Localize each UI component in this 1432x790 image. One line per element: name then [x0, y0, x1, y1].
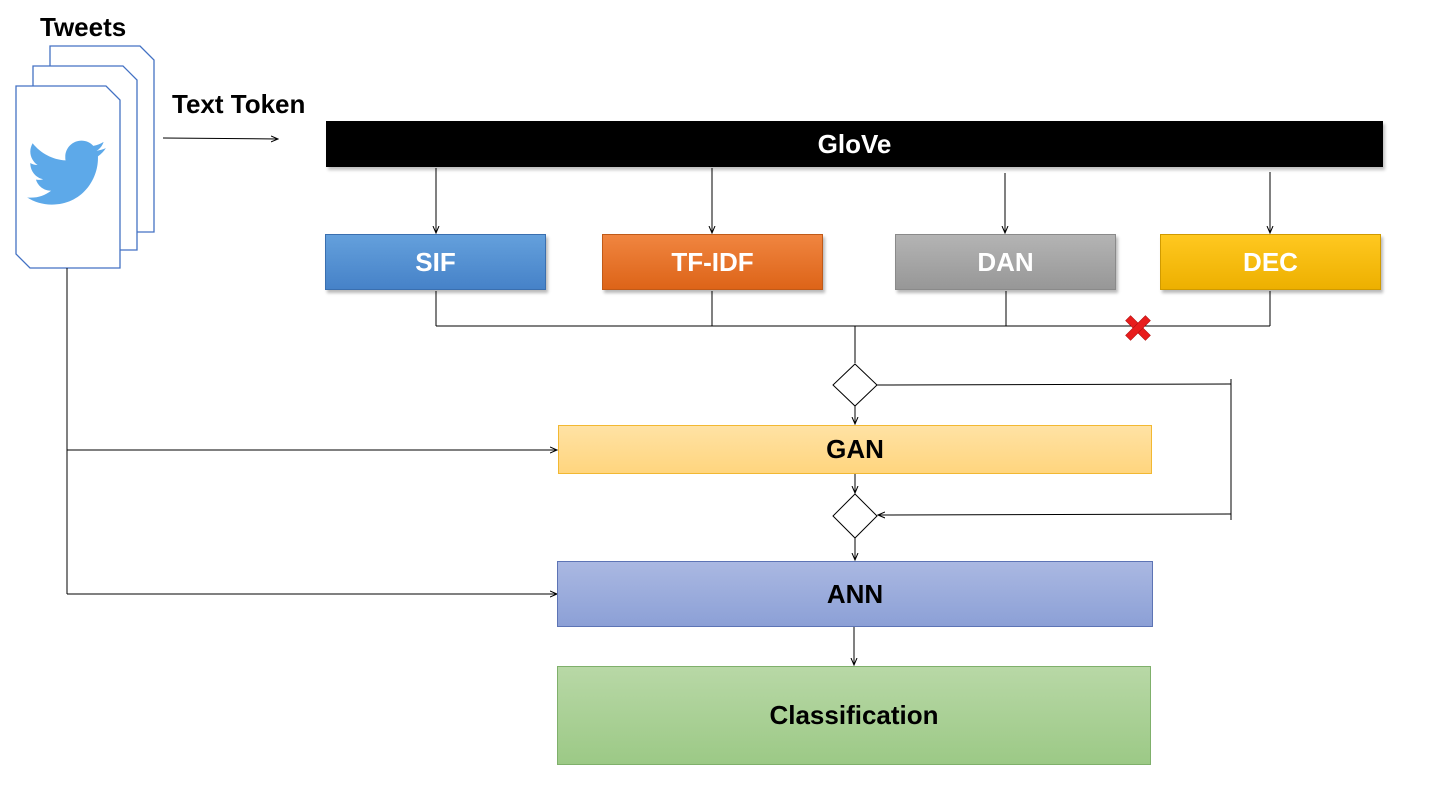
- decision-diamond-bottom: [832, 493, 878, 539]
- dan-node: DAN: [895, 234, 1116, 290]
- dec-label: DEC: [1243, 246, 1298, 277]
- tweets-direct-lines: [66, 268, 557, 594]
- gan-label: GAN: [826, 434, 884, 464]
- tfidf-node: TF-IDF: [602, 234, 823, 290]
- sif-node: SIF: [325, 234, 546, 290]
- sif-label: SIF: [415, 246, 456, 277]
- decision-diamond-top: [832, 363, 878, 407]
- tfidf-label: TF-IDF: [671, 246, 754, 277]
- ann-label: ANN: [826, 578, 884, 609]
- methods-merge-lines: [435, 291, 1271, 363]
- classification-node: Classification: [557, 666, 1151, 765]
- glove-node: GloVe: [326, 121, 1383, 167]
- text-token-label: Text Token: [172, 89, 306, 119]
- gan-node: GAN: [558, 425, 1152, 474]
- tweets-label: Tweets: [40, 12, 127, 42]
- classification-label: Classification: [769, 700, 939, 730]
- ann-node: ANN: [557, 561, 1153, 627]
- bypass-loop-lines: [877, 379, 1232, 520]
- dan-label: DAN: [977, 246, 1034, 277]
- red-x-icon: [1125, 315, 1151, 341]
- glove-to-methods-arrows: [436, 168, 1270, 233]
- dec-node: DEC: [1160, 234, 1381, 290]
- text-token-arrow: [162, 138, 278, 139]
- glove-label: GloVe: [817, 128, 892, 159]
- twitter-bird-icon: [27, 140, 106, 205]
